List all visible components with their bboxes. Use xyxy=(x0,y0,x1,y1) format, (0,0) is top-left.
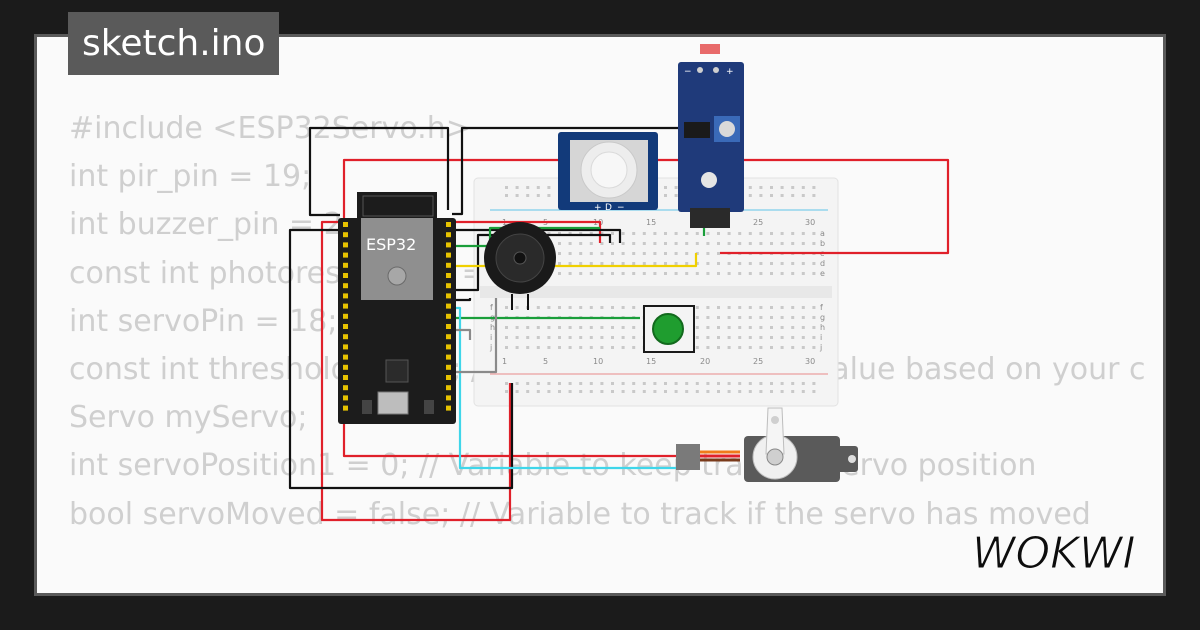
esp32-board[interactable]: ESP32 xyxy=(338,192,456,424)
col-number: 15 xyxy=(646,218,656,227)
code-line: Servo myServo; xyxy=(69,400,308,436)
row-letter: e xyxy=(820,269,825,278)
wire-green xyxy=(452,226,600,248)
row-letter: j xyxy=(489,343,492,352)
col-number: 30 xyxy=(805,357,815,366)
col-number: 10 xyxy=(593,357,603,366)
push-button[interactable] xyxy=(643,305,695,353)
wire-black xyxy=(452,233,612,292)
wire-black xyxy=(308,126,450,217)
row-letter: f xyxy=(820,303,823,312)
esp32-label: ESP32 xyxy=(366,235,416,254)
wire-gray xyxy=(452,328,472,340)
wokwi-logo: WOKWI xyxy=(972,528,1136,580)
wire-red xyxy=(342,420,680,458)
pir-sensor[interactable]: + D − xyxy=(558,132,658,213)
photoresistor-module[interactable]: − + xyxy=(678,44,744,228)
wire-red xyxy=(320,220,512,522)
row-letter: h xyxy=(490,323,495,332)
col-number: 30 xyxy=(805,218,815,227)
row-letter: i xyxy=(820,333,822,342)
wokwi-logo-text: WOKWI xyxy=(972,528,1135,579)
col-number: 25 xyxy=(753,218,763,227)
buzzer[interactable] xyxy=(484,222,556,310)
wire-black xyxy=(452,126,680,216)
row-letter: d xyxy=(820,259,825,268)
wire-red xyxy=(342,158,950,255)
ldr-pin-label: − xyxy=(684,67,692,77)
col-number: 15 xyxy=(646,357,656,366)
wires xyxy=(288,126,950,522)
row-letter: i xyxy=(490,333,492,342)
sketch-filename-tab[interactable]: sketch.ino xyxy=(68,12,280,75)
servo-motor[interactable] xyxy=(676,407,858,482)
col-number: 25 xyxy=(753,357,763,366)
row-letter: j xyxy=(819,343,822,352)
row-letter: b xyxy=(820,239,825,248)
row-letter: g xyxy=(820,313,825,322)
pir-pin-label: − xyxy=(617,203,625,213)
row-letter: f xyxy=(490,303,493,312)
code-line: int pir_pin = 19; xyxy=(69,159,312,195)
code-line: int servoPin = 18; xyxy=(69,303,338,339)
col-number: 5 xyxy=(543,357,548,366)
ldr-pin-label: + xyxy=(726,67,734,77)
col-number: 20 xyxy=(700,357,710,366)
wire-black xyxy=(452,298,472,302)
wire-yellow xyxy=(340,253,698,268)
wire-black xyxy=(288,228,514,490)
col-number: 1 xyxy=(502,357,507,366)
pir-pin-label: + xyxy=(594,203,602,213)
row-letter: h xyxy=(820,323,825,332)
code-line: bool servoMoved = false; // Variable to … xyxy=(69,496,1091,532)
pir-pin-label: D xyxy=(605,203,612,213)
wire-gray xyxy=(452,298,498,374)
row-letter: a xyxy=(820,229,825,238)
